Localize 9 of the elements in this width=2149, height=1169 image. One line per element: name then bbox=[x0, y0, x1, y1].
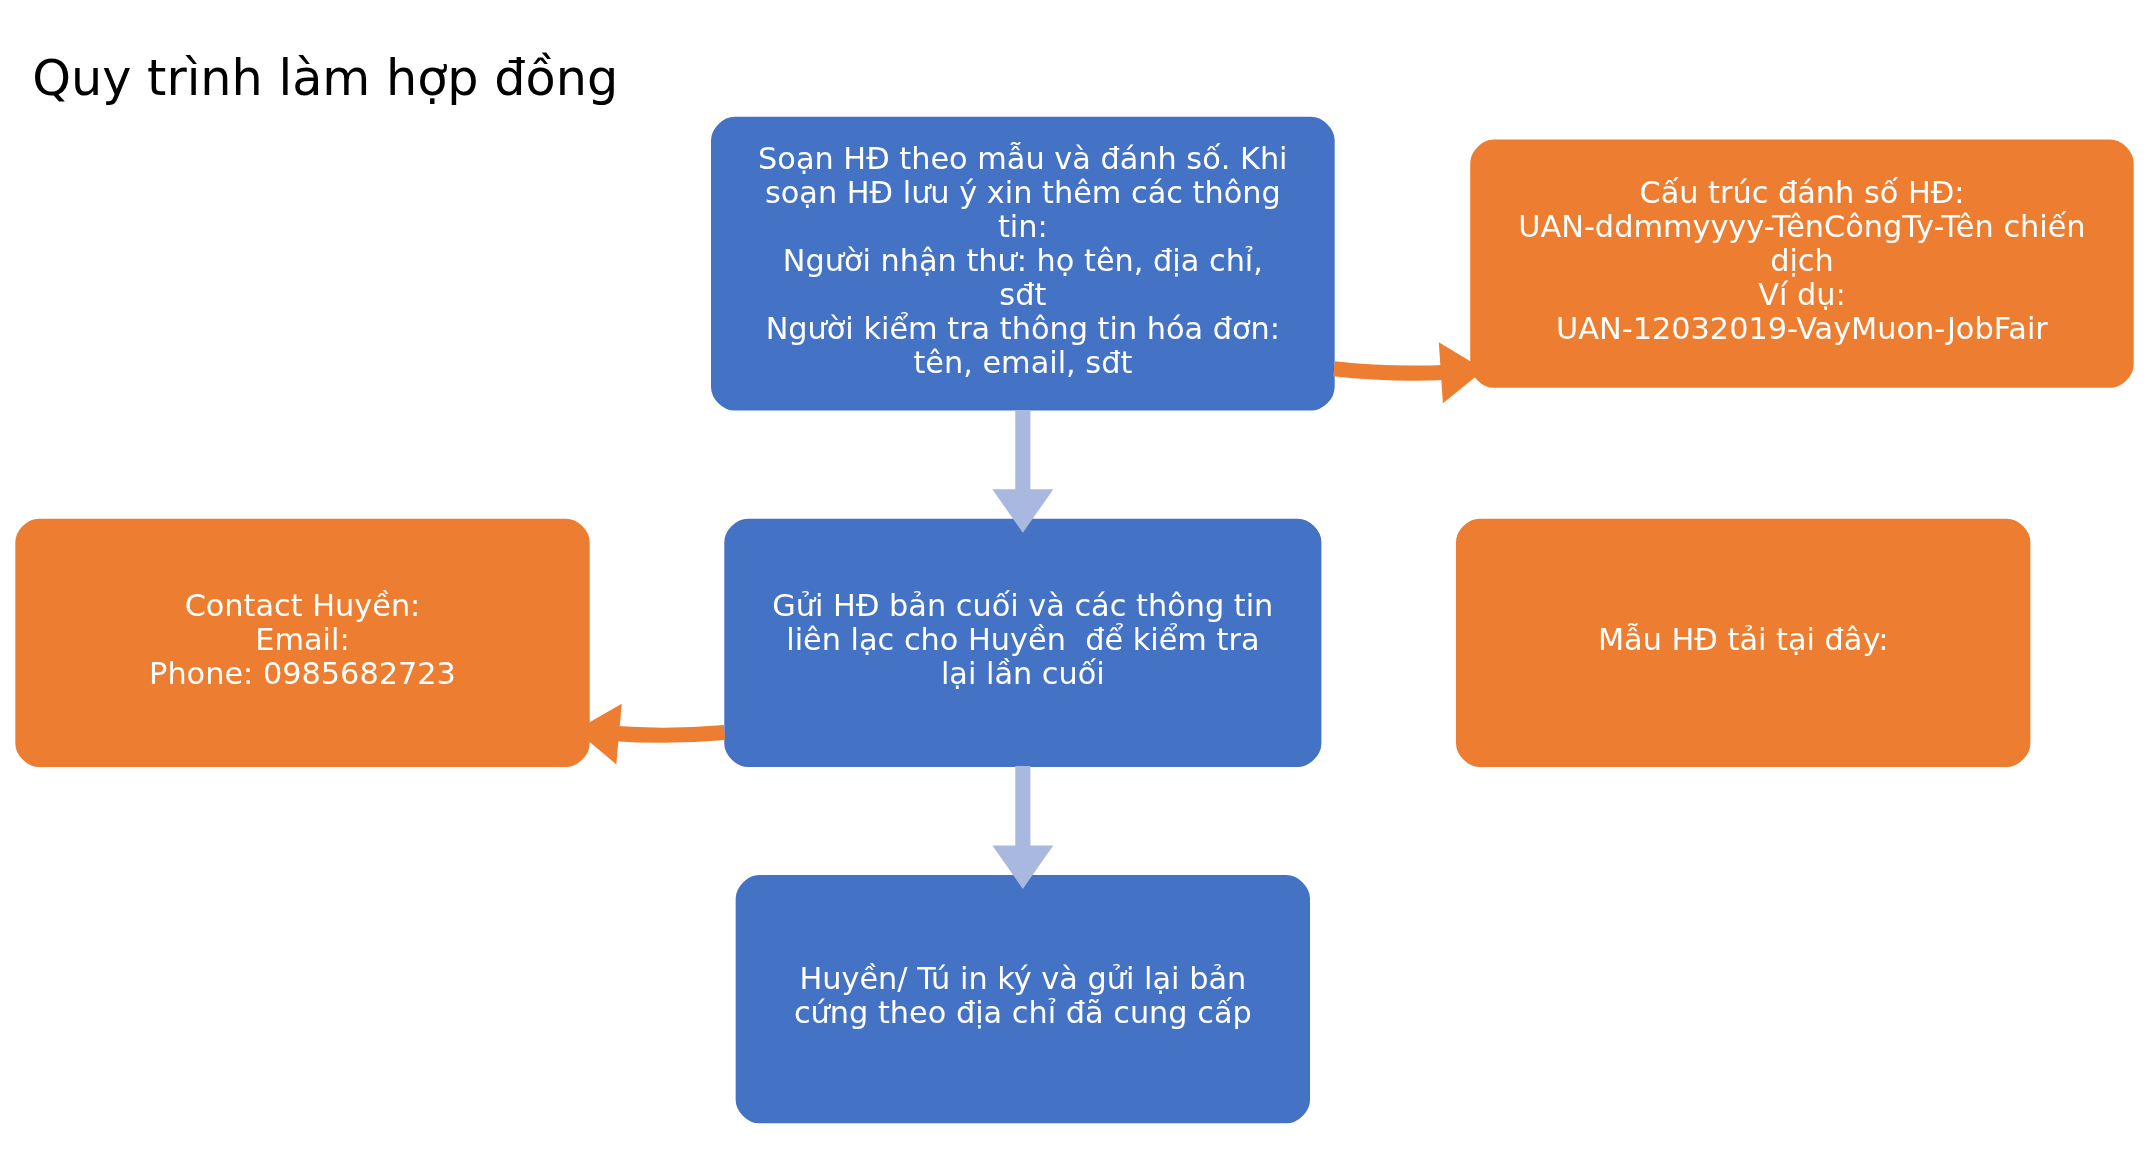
arrow bbox=[992, 409, 1054, 533]
node-box: Contact Huyền: Email: Phone: 0985682723 bbox=[15, 518, 590, 767]
node-box: Huyền/ Tú in ký và gửi lại bản cứng theo địa chỉ đã cung cấp bbox=[735, 874, 1311, 1123]
node-box: Soạn HĐ theo mẫu và đánh số. Khi soạn HĐ lưu ý xin thêm các thông tin: Người nhận thư: họ tên, địa chỉ, sđt Người kiểm tra thông tin hóa đơn: tên, email, sđt bbox=[711, 116, 1335, 411]
arrow bbox=[992, 765, 1054, 889]
diagram-title: Quy trình làm hợp đồng bbox=[32, 48, 619, 107]
node-box: Gửi HĐ bản cuối và các thông tin liên lạc cho Huyền để kiểm tra lại lần cuối bbox=[724, 518, 1322, 767]
node-box: Cấu trúc đánh số HĐ: UAN-ddmmyyyy-TênCôngTy-Tên chiến dịch Ví dụ: UAN-12032019-VayMuon-JobFair bbox=[1470, 139, 2134, 388]
node-box: Mẫu HĐ tải tại đây: bbox=[1456, 518, 2031, 767]
